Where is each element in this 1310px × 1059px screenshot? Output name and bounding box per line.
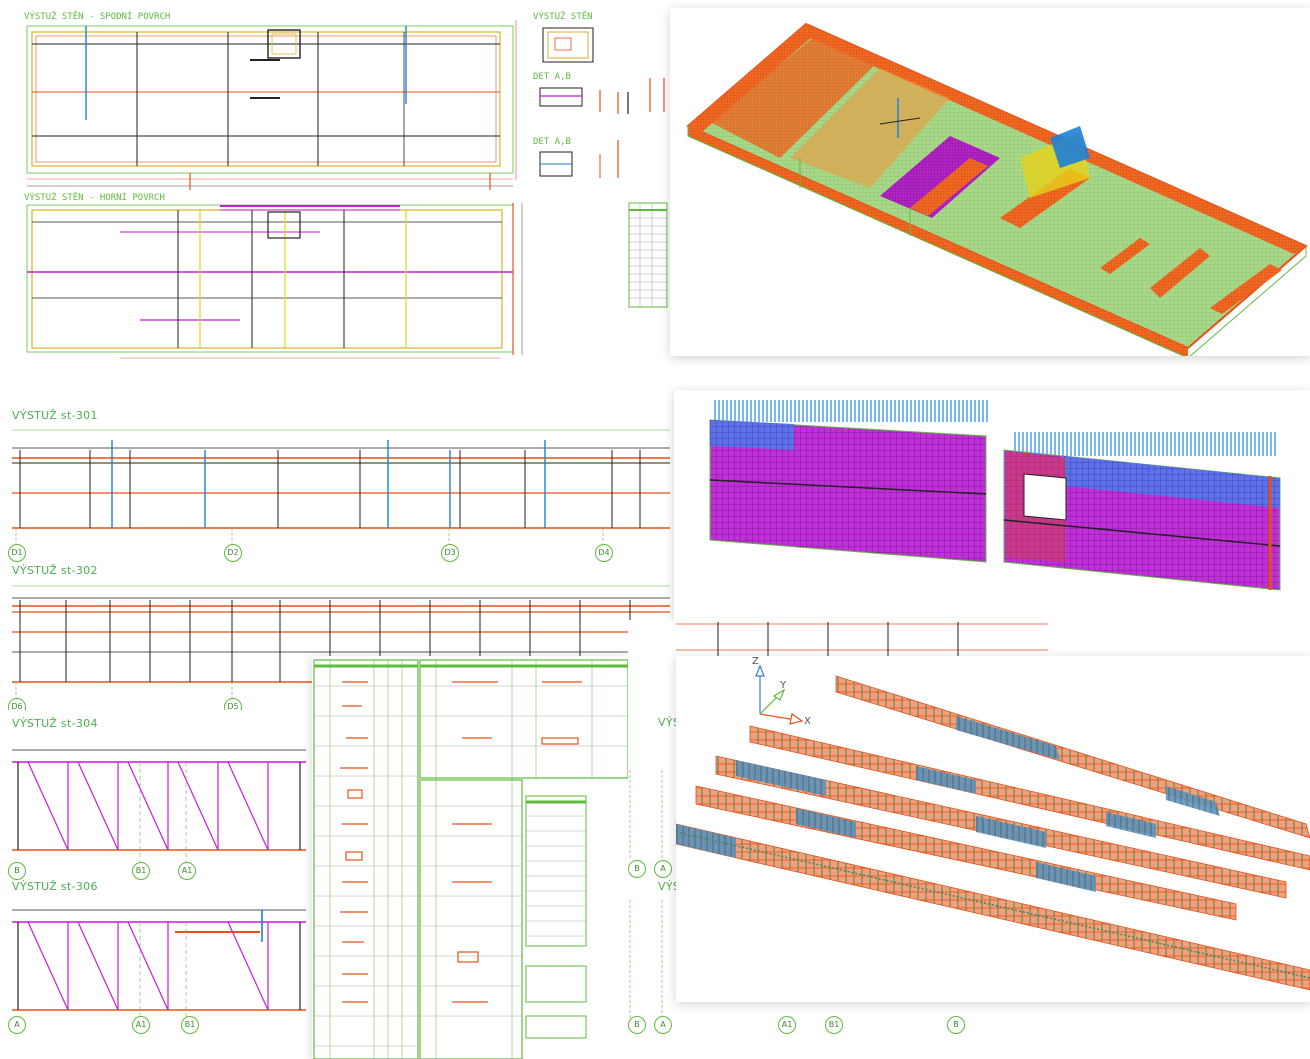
wall-title-st301: VÝSTUŽ st-301 xyxy=(12,409,98,422)
axis-triad xyxy=(755,664,804,725)
side-axis-A1: A1 xyxy=(778,1016,796,1034)
beams-3d-model-svg xyxy=(676,664,1310,991)
axis-D3: D3 xyxy=(441,544,459,562)
side-axis-A-2: A xyxy=(654,1016,672,1034)
detail-label-2: DET A,B xyxy=(533,72,571,82)
beams-3d-model-panel: Z Y X xyxy=(676,656,1310,1002)
floor-plan-svg xyxy=(26,20,668,359)
wall-title-st302: VÝSTUŽ st-302 xyxy=(12,564,98,577)
axis-A1-lower: A1 xyxy=(132,1016,150,1034)
side-axis-B1: B1 xyxy=(825,1016,843,1034)
floor-plan-bottom xyxy=(26,20,517,190)
side-sections-svg xyxy=(629,622,1048,1020)
side-title-1: VÝS xyxy=(658,716,681,729)
wall-title-st304: VÝSTUŽ st-304 xyxy=(12,717,98,730)
floor-plan-top xyxy=(26,203,523,359)
axis-A1: A1 xyxy=(178,862,196,880)
slab-3d-model-svg xyxy=(686,22,1308,356)
wall-3d-model-svg xyxy=(709,400,1281,591)
wall-3d-model-panel xyxy=(674,390,1310,620)
side-axis-B-2: B xyxy=(628,860,646,878)
axis-label-y: Y xyxy=(780,680,787,691)
rebar-schedule-panel xyxy=(312,656,628,1059)
detail-label-1: VÝSTUŽ STĚN xyxy=(533,12,593,22)
plan-label-bottom: VÝSTUŽ STĚN - SPODNÍ POVRCH xyxy=(24,12,171,22)
axis-label-z: Z xyxy=(752,656,759,667)
detail-label-3: DET A,B xyxy=(533,137,571,147)
wall-section-lower-svg xyxy=(12,749,306,1028)
wall-title-st306: VÝSTUŽ st-306 xyxy=(12,880,98,893)
wall-section-svg xyxy=(12,429,670,700)
axis-B1: B1 xyxy=(132,862,150,880)
axis-D2: D2 xyxy=(224,544,242,562)
wall-section-lower-panel: VÝSTUŽ st-304 VÝSTUŽ st-306 xyxy=(0,710,312,1059)
detail-drawings xyxy=(539,27,668,308)
axis-B: B xyxy=(8,862,26,880)
axis-B1-lower: B1 xyxy=(181,1016,199,1034)
axis-D1: D1 xyxy=(8,544,26,562)
side-axis-B-3: B xyxy=(947,1016,965,1034)
slab-3d-model-panel xyxy=(670,8,1310,356)
side-axis-A: A xyxy=(654,860,672,878)
axis-D4: D4 xyxy=(595,544,613,562)
axis-label-x: X xyxy=(804,716,811,727)
rebar-schedule-svg xyxy=(313,659,628,1059)
side-title-2: VÝS xyxy=(658,880,681,893)
axis-A: A xyxy=(8,1016,26,1034)
side-axis-B: B xyxy=(628,1016,646,1034)
plan-drawing-panel: VÝSTUŽ STĚN - SPODNÍ POVRCH VÝSTUŽ STĚN … xyxy=(0,0,668,375)
plan-label-top: VÝSTUŽ STĚN - HORNÍ POVRCH xyxy=(24,193,165,203)
